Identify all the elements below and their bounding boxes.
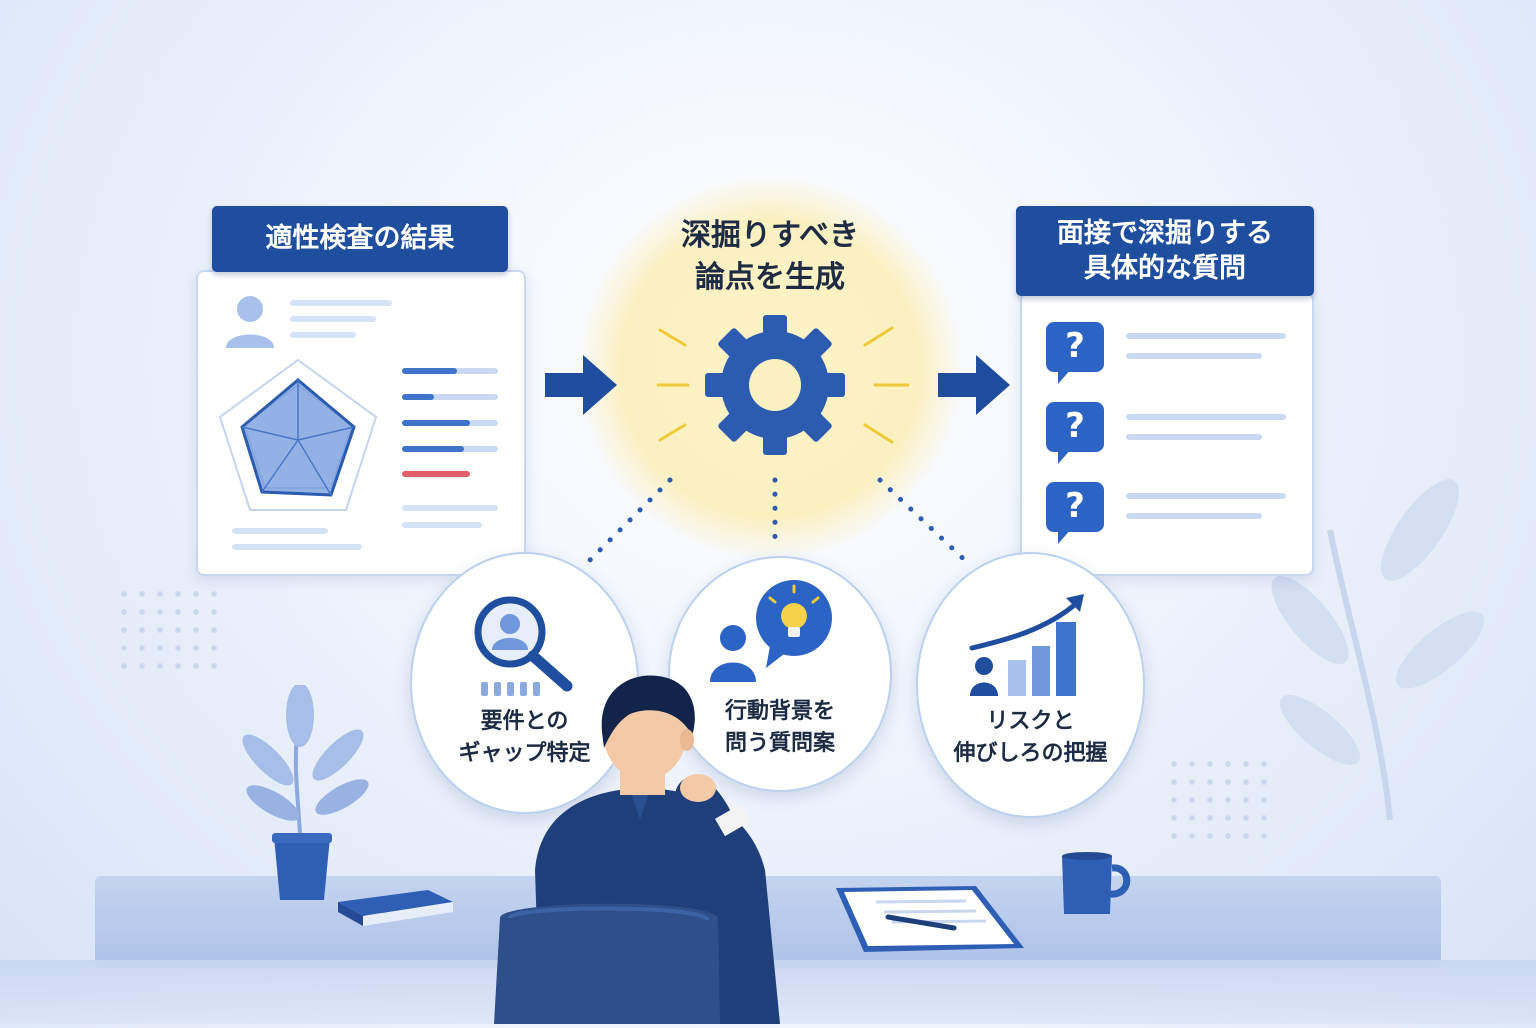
bubble-label-line1: 行動背景を	[724, 699, 835, 724]
score-bar-fill	[402, 368, 457, 374]
text-placeholder-line	[402, 522, 482, 528]
behavior-background-bubble: 行動背景を 問う質問案	[668, 556, 892, 792]
text-placeholder-line	[1126, 333, 1286, 339]
text-placeholder-line	[232, 528, 328, 534]
background-dot-pattern	[115, 585, 225, 675]
text-placeholder-line	[1126, 513, 1262, 519]
bubble-label-line2: 伸びしろの把握	[953, 741, 1108, 766]
magnifier-user-icon	[467, 594, 582, 704]
score-bar-fill	[402, 394, 434, 400]
center-title-line1: 深掘りすべき	[681, 218, 859, 253]
center-title: 深掘りすべき 論点を生成	[600, 215, 940, 315]
growth-chart-icon	[966, 590, 1096, 702]
score-bar-fill	[402, 446, 464, 452]
radar-chart-icon	[214, 355, 382, 515]
gear-icon	[630, 300, 920, 470]
user-icon	[222, 292, 278, 350]
question-bubble-icon: ?	[1044, 400, 1106, 466]
score-bar-track	[402, 394, 498, 400]
question-bubble-icon: ?	[1044, 320, 1106, 386]
text-placeholder-line	[290, 300, 392, 306]
clipboard-icon	[836, 884, 1026, 954]
bubble-label-line2: 問う質問案	[724, 731, 835, 756]
office-chair	[480, 898, 730, 1024]
interview-questions-title: 面接で深掘りする 具体的な質問	[1016, 206, 1314, 296]
score-bar-fill	[402, 420, 470, 426]
text-placeholder-line	[1126, 414, 1286, 420]
dotted-connectors	[560, 470, 1000, 580]
plant-icon	[238, 683, 388, 905]
bubble-label-line1: 要件との	[480, 709, 569, 734]
person-lightbulb-icon	[708, 576, 838, 686]
interview-questions-title-line2: 具体的な質問	[1084, 253, 1246, 284]
text-placeholder-line	[1126, 493, 1286, 499]
question-bubble-icon: ?	[1044, 480, 1106, 546]
bubble-label-line1: リスクと	[986, 709, 1075, 734]
aptitude-result-title-text: 適性検査の結果	[265, 223, 455, 255]
text-placeholder-line	[232, 544, 362, 550]
text-placeholder-line	[402, 505, 498, 511]
aptitude-result-title: 適性検査の結果	[212, 206, 508, 272]
background-leaf-decoration	[1270, 470, 1510, 830]
risk-potential-bubble: リスクと 伸びしろの把握	[916, 552, 1145, 818]
arrow-right-icon	[938, 355, 1013, 415]
book-icon	[328, 882, 456, 928]
score-bar-warning	[402, 471, 470, 477]
center-title-line2: 論点を生成	[695, 260, 845, 295]
question-mark-glyph: ?	[1065, 406, 1085, 446]
bubble-label-line2: ギャップ特定	[458, 741, 591, 766]
question-mark-glyph: ?	[1065, 326, 1085, 366]
background-dot-pattern	[1165, 755, 1275, 845]
text-placeholder-line	[290, 332, 356, 338]
text-placeholder-line	[1126, 353, 1262, 359]
text-placeholder-line	[1126, 434, 1262, 440]
mug-icon	[1058, 850, 1134, 918]
interview-questions-title-line1: 面接で深掘りする	[1057, 217, 1273, 249]
gap-identification-bubble: 要件との ギャップ特定	[410, 552, 639, 814]
arrow-right-icon	[545, 355, 620, 415]
text-placeholder-line	[290, 316, 376, 322]
question-mark-glyph: ?	[1065, 486, 1085, 526]
